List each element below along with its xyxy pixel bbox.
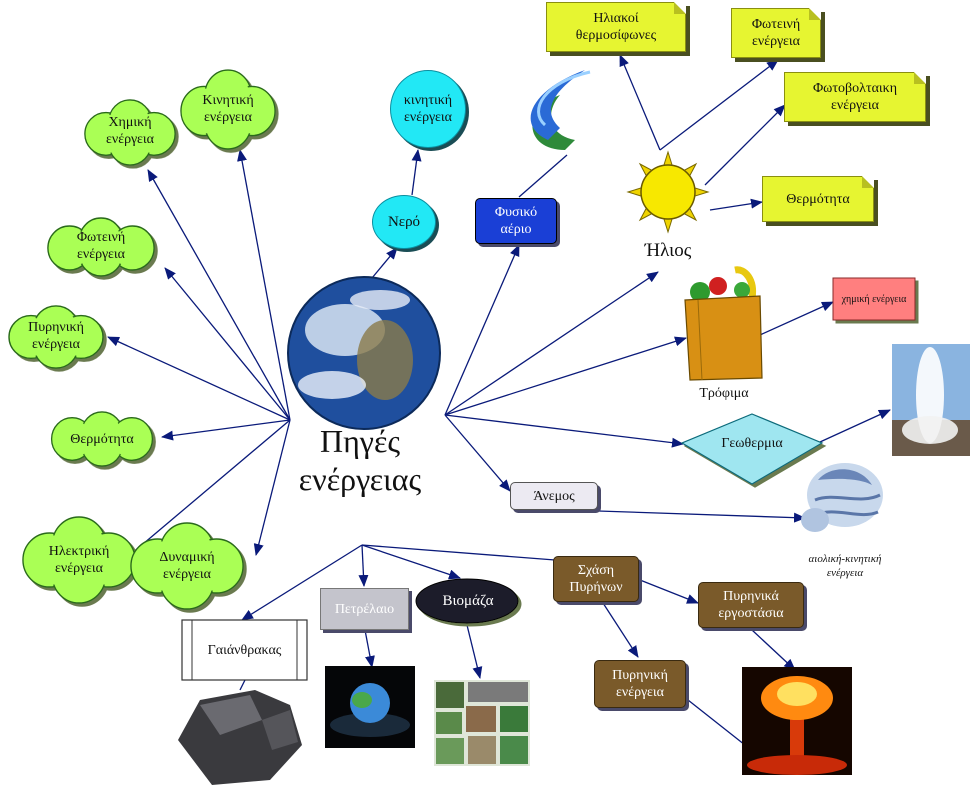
solar-heat-label: Θερμότητα [786, 191, 850, 207]
kinetic-line2: ενέργεια [203, 110, 252, 125]
bottom-nuclear-line1: Πυρηνική [612, 668, 668, 683]
nuclear-plants-node[interactable]: Πυρηνικά εργοστάσια [698, 582, 804, 628]
cloud-kinetic-energy[interactable]: Κινητική ενέργεια [180, 68, 276, 150]
geothermal-label: Γεωθερμια [721, 435, 783, 451]
cloud-nuclear-energy[interactable]: Πυρηνική ενέργεια [6, 302, 106, 370]
electric-line1: Ηλεκτρική [48, 544, 110, 559]
food-chemical-box [832, 277, 916, 321]
potential-line1: Δυναμική [159, 550, 215, 565]
coal-image [178, 690, 302, 785]
oil-label: Πετρέλαιο [334, 601, 395, 617]
cloud-heat[interactable]: Θερμότητα [46, 410, 158, 468]
nuclear-line2: ενέργεια [31, 337, 80, 352]
food-chemical-energy-node[interactable]: χημική ενέργεια [833, 278, 915, 320]
aeolian-line1: αιολική-κινητική [808, 553, 882, 565]
thermosiphon-line2: θερμοσίφωνες [575, 28, 657, 43]
pv-line1: Φωτοβολταικη [812, 81, 898, 96]
grocery-bag-image [684, 266, 763, 381]
sun-icon [626, 150, 710, 234]
electric-line2: ενέργεια [54, 561, 103, 576]
coal-scroll-box [181, 619, 308, 681]
food-chemical-label: χημική ενέργεια [841, 293, 907, 305]
solar-thermosiphon-note[interactable]: Ηλιακοί θερμοσίφωνες [546, 2, 686, 52]
aeolian-energy-caption: αιολική-κινητική ενέργεια [790, 552, 900, 580]
nuclear-energy-node[interactable]: Πυρηνική ενέργεια [594, 660, 686, 708]
cloud-chemical-energy[interactable]: Χημική ενέργεια [82, 97, 178, 166]
cloud-electric-energy[interactable]: Ηλεκτρική ενέργεια [20, 514, 138, 606]
plants-line1: Πυρηνικά [723, 589, 779, 604]
fission-line1: Σχάση [577, 563, 615, 578]
solar-light-line2: ενέργεια [751, 34, 800, 49]
fission-line2: Πυρήνων [569, 580, 623, 595]
water-kinetic-energy-node[interactable]: κινητική ενέργεια [390, 70, 466, 148]
solar-light-line1: Φωτεινή [751, 17, 801, 32]
center-title-line1: Πηγές [319, 423, 401, 459]
water-kinetic-line1: κινητική [403, 93, 453, 108]
geothermal-node[interactable]: Γεωθερμια [690, 428, 814, 458]
heat-label: Θερμότητα [70, 431, 134, 447]
wind-node[interactable]: Άνεμος [510, 482, 598, 510]
center-title-line2: ενέργειας [298, 461, 422, 497]
food-label: Τρόφιμα [699, 386, 749, 401]
oil-globe-image [325, 666, 415, 748]
chemical-line2: ενέργεια [105, 132, 154, 147]
biomass-collage-image [434, 680, 530, 766]
aeolian-line2: ενέργεια [826, 567, 864, 579]
bottom-nuclear-line2: ενέργεια [615, 685, 664, 700]
solar-heat-note[interactable]: Θερμότητα [762, 176, 874, 222]
wind-label: Άνεμος [533, 488, 575, 504]
water-kinetic-line2: ενέργεια [403, 110, 452, 125]
coal-label: Γαιάνθρακας [207, 642, 282, 658]
pv-line2: ενέργεια [830, 98, 879, 113]
earth-globe-image [287, 276, 441, 430]
potential-line2: ενέργεια [162, 567, 211, 582]
plants-line2: εργοστάσια [718, 606, 784, 621]
gas-line2: αέριο [500, 222, 532, 237]
light-line1: Φωτεινή [76, 230, 126, 245]
biomass-label: Βιομάζα [442, 592, 494, 609]
biomass-ellipse [415, 578, 519, 624]
coal-node[interactable]: Γαιάνθρακας [192, 622, 297, 678]
water-label: Νερό [387, 213, 421, 230]
solar-light-note[interactable]: Φωτεινή ενέργεια [731, 8, 821, 58]
cloud-potential-energy[interactable]: Δυναμική ενέργεια [128, 520, 246, 612]
center-title: Πηγές ενέργειας [280, 422, 440, 498]
thermosiphon-line1: Ηλιακοί [593, 11, 639, 26]
geyser-image [892, 344, 970, 456]
aeolus-wind-image [801, 463, 883, 532]
biomass-node[interactable]: Βιομάζα [418, 584, 518, 618]
photovoltaic-note[interactable]: Φωτοβολταικη ενέργεια [784, 72, 926, 122]
gas-line1: Φυσικό [494, 205, 538, 220]
natural-gas-logo [530, 70, 591, 150]
kinetic-line1: Κινητική [202, 93, 254, 108]
water-node[interactable]: Νερό [372, 195, 436, 249]
light-line2: ενέργεια [76, 247, 125, 262]
nuclear-explosion-image [742, 667, 852, 775]
nuclear-line1: Πυρηνική [28, 320, 84, 335]
cloud-light-energy[interactable]: Φωτεινή ενέργεια [42, 216, 160, 277]
oil-node[interactable]: Πετρέλαιο [320, 588, 409, 630]
chemical-line1: Χημική [108, 115, 152, 130]
geothermal-diamond [680, 413, 824, 485]
natural-gas-node[interactable]: Φυσικό αέριο [475, 198, 557, 244]
sun-label: Ήλιος [644, 240, 692, 261]
